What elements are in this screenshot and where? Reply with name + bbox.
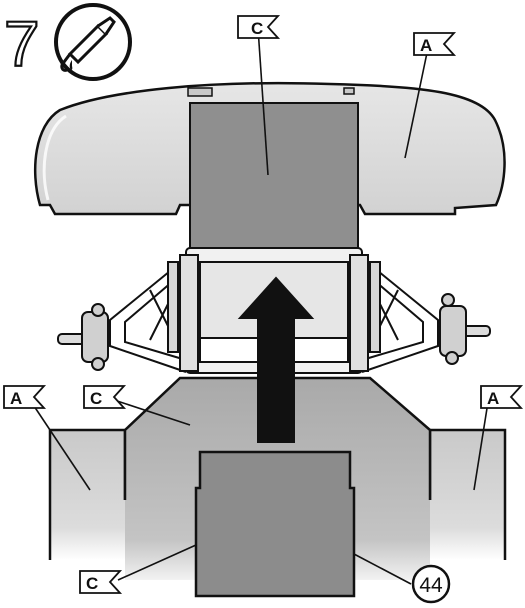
label-mid-c: C — [83, 385, 127, 409]
step-header: 7 — [3, 3, 132, 81]
upward-arrow — [237, 276, 315, 443]
part-44-block — [194, 450, 356, 598]
svg-text:A: A — [420, 36, 432, 55]
svg-text:A: A — [10, 389, 22, 408]
upper-center-panel — [189, 102, 359, 254]
label-top-a: A — [413, 32, 457, 56]
glue-tube-icon — [54, 3, 132, 81]
label-right-a: A — [480, 385, 524, 409]
label-bottom-c: C — [79, 570, 123, 594]
svg-text:A: A — [487, 389, 499, 408]
label-left-a: A — [3, 385, 47, 409]
right-side-panel — [428, 428, 507, 560]
part-number-callout: 44 — [411, 564, 451, 604]
svg-text:C: C — [86, 574, 98, 593]
svg-text:C: C — [90, 389, 102, 408]
step-number: 7 — [4, 8, 40, 80]
left-side-panel — [48, 428, 127, 560]
svg-text:C: C — [251, 19, 263, 38]
label-top-c: C — [237, 15, 281, 39]
part-number: 44 — [419, 574, 443, 597]
leader-lines — [29, 27, 489, 585]
